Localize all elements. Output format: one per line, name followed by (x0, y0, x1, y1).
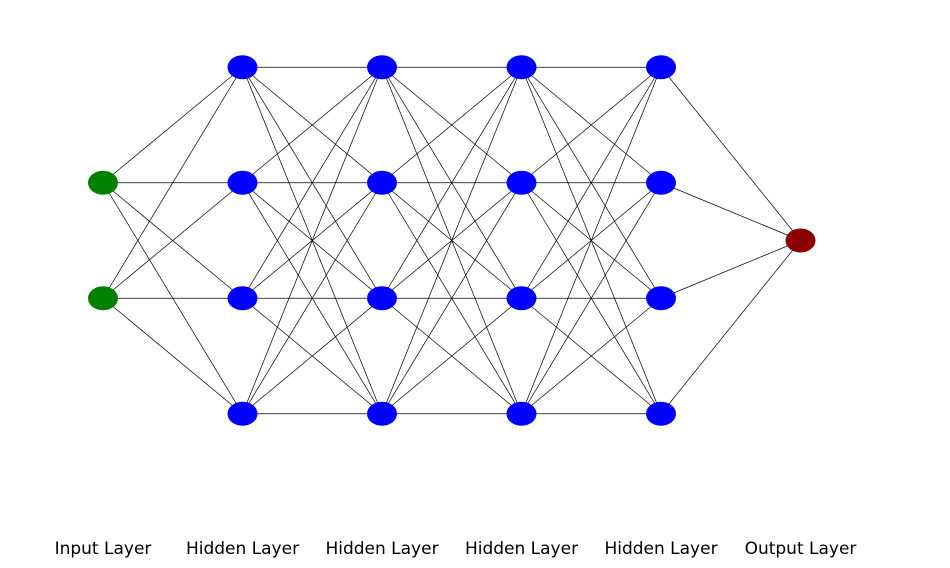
layer-label-hidden-3: Hidden Layer (465, 539, 578, 559)
layer-label-hidden-2: Hidden Layer (325, 539, 438, 559)
hidden-node-l4-0 (646, 55, 676, 80)
edge-l4n2-l5n0 (660, 240, 801, 299)
hidden-node-l2-0 (367, 55, 397, 80)
hidden-node-l1-2 (227, 286, 258, 311)
edges-group (102, 66, 801, 415)
input-node-l0-0 (88, 170, 118, 195)
hidden-node-l2-3 (367, 401, 397, 426)
layer-label-hidden-1: Hidden Layer (186, 539, 299, 559)
edge-l2n3-l3n0 (381, 67, 522, 414)
edge-l1n2-l2n0 (242, 67, 383, 299)
edge-l2n3-l3n1 (381, 182, 522, 414)
edge-l3n3-l4n1 (521, 182, 662, 414)
layer-label-hidden-4: Hidden Layer (604, 539, 717, 559)
layer-label-input: Input Layer (55, 539, 152, 559)
layer-label-output: Output Layer (745, 539, 857, 559)
hidden-node-l3-2 (506, 286, 537, 311)
hidden-node-l4-1 (646, 170, 676, 195)
hidden-node-l1-3 (227, 401, 258, 426)
hidden-node-l2-1 (367, 170, 397, 195)
edge-l3n3-l4n0 (521, 67, 662, 414)
edge-l0n1-l1n3 (102, 297, 243, 415)
edge-l1n3-l2n1 (242, 182, 383, 414)
edge-l3n3-l4n2 (521, 297, 662, 415)
hidden-node-l4-3 (646, 401, 676, 426)
hidden-node-l3-0 (506, 55, 537, 80)
hidden-node-l1-0 (227, 55, 258, 80)
edge-l1n1-l2n0 (242, 66, 383, 184)
hidden-node-l4-2 (646, 286, 676, 311)
edge-l1n3-l2n2 (242, 297, 383, 415)
hidden-node-l3-1 (506, 170, 537, 195)
input-node-l0-1 (88, 286, 118, 311)
nodes-group (88, 55, 816, 426)
edge-l2n3-l3n2 (381, 297, 522, 415)
edge-l4n3-l5n0 (660, 240, 801, 414)
edge-l0n1-l1n0 (102, 67, 243, 299)
edge-l0n0-l1n0 (102, 66, 243, 184)
edge-l0n1-l1n1 (102, 182, 243, 299)
edge-l2n2-l3n0 (381, 67, 522, 299)
edge-l4n0-l5n0 (660, 67, 801, 241)
hidden-node-l3-3 (506, 401, 537, 426)
hidden-node-l2-2 (367, 286, 397, 311)
edge-l1n3-l2n0 (242, 67, 383, 414)
edge-l3n2-l4n0 (521, 67, 662, 299)
edge-l3n1-l4n0 (521, 66, 662, 184)
layer-labels: Input Layer Hidden Layer Hidden Layer Hi… (55, 539, 857, 559)
hidden-node-l1-1 (227, 170, 258, 195)
edge-l2n1-l3n0 (381, 66, 522, 184)
output-node-l5-0 (785, 228, 816, 253)
edge-l4n1-l5n0 (660, 182, 801, 241)
